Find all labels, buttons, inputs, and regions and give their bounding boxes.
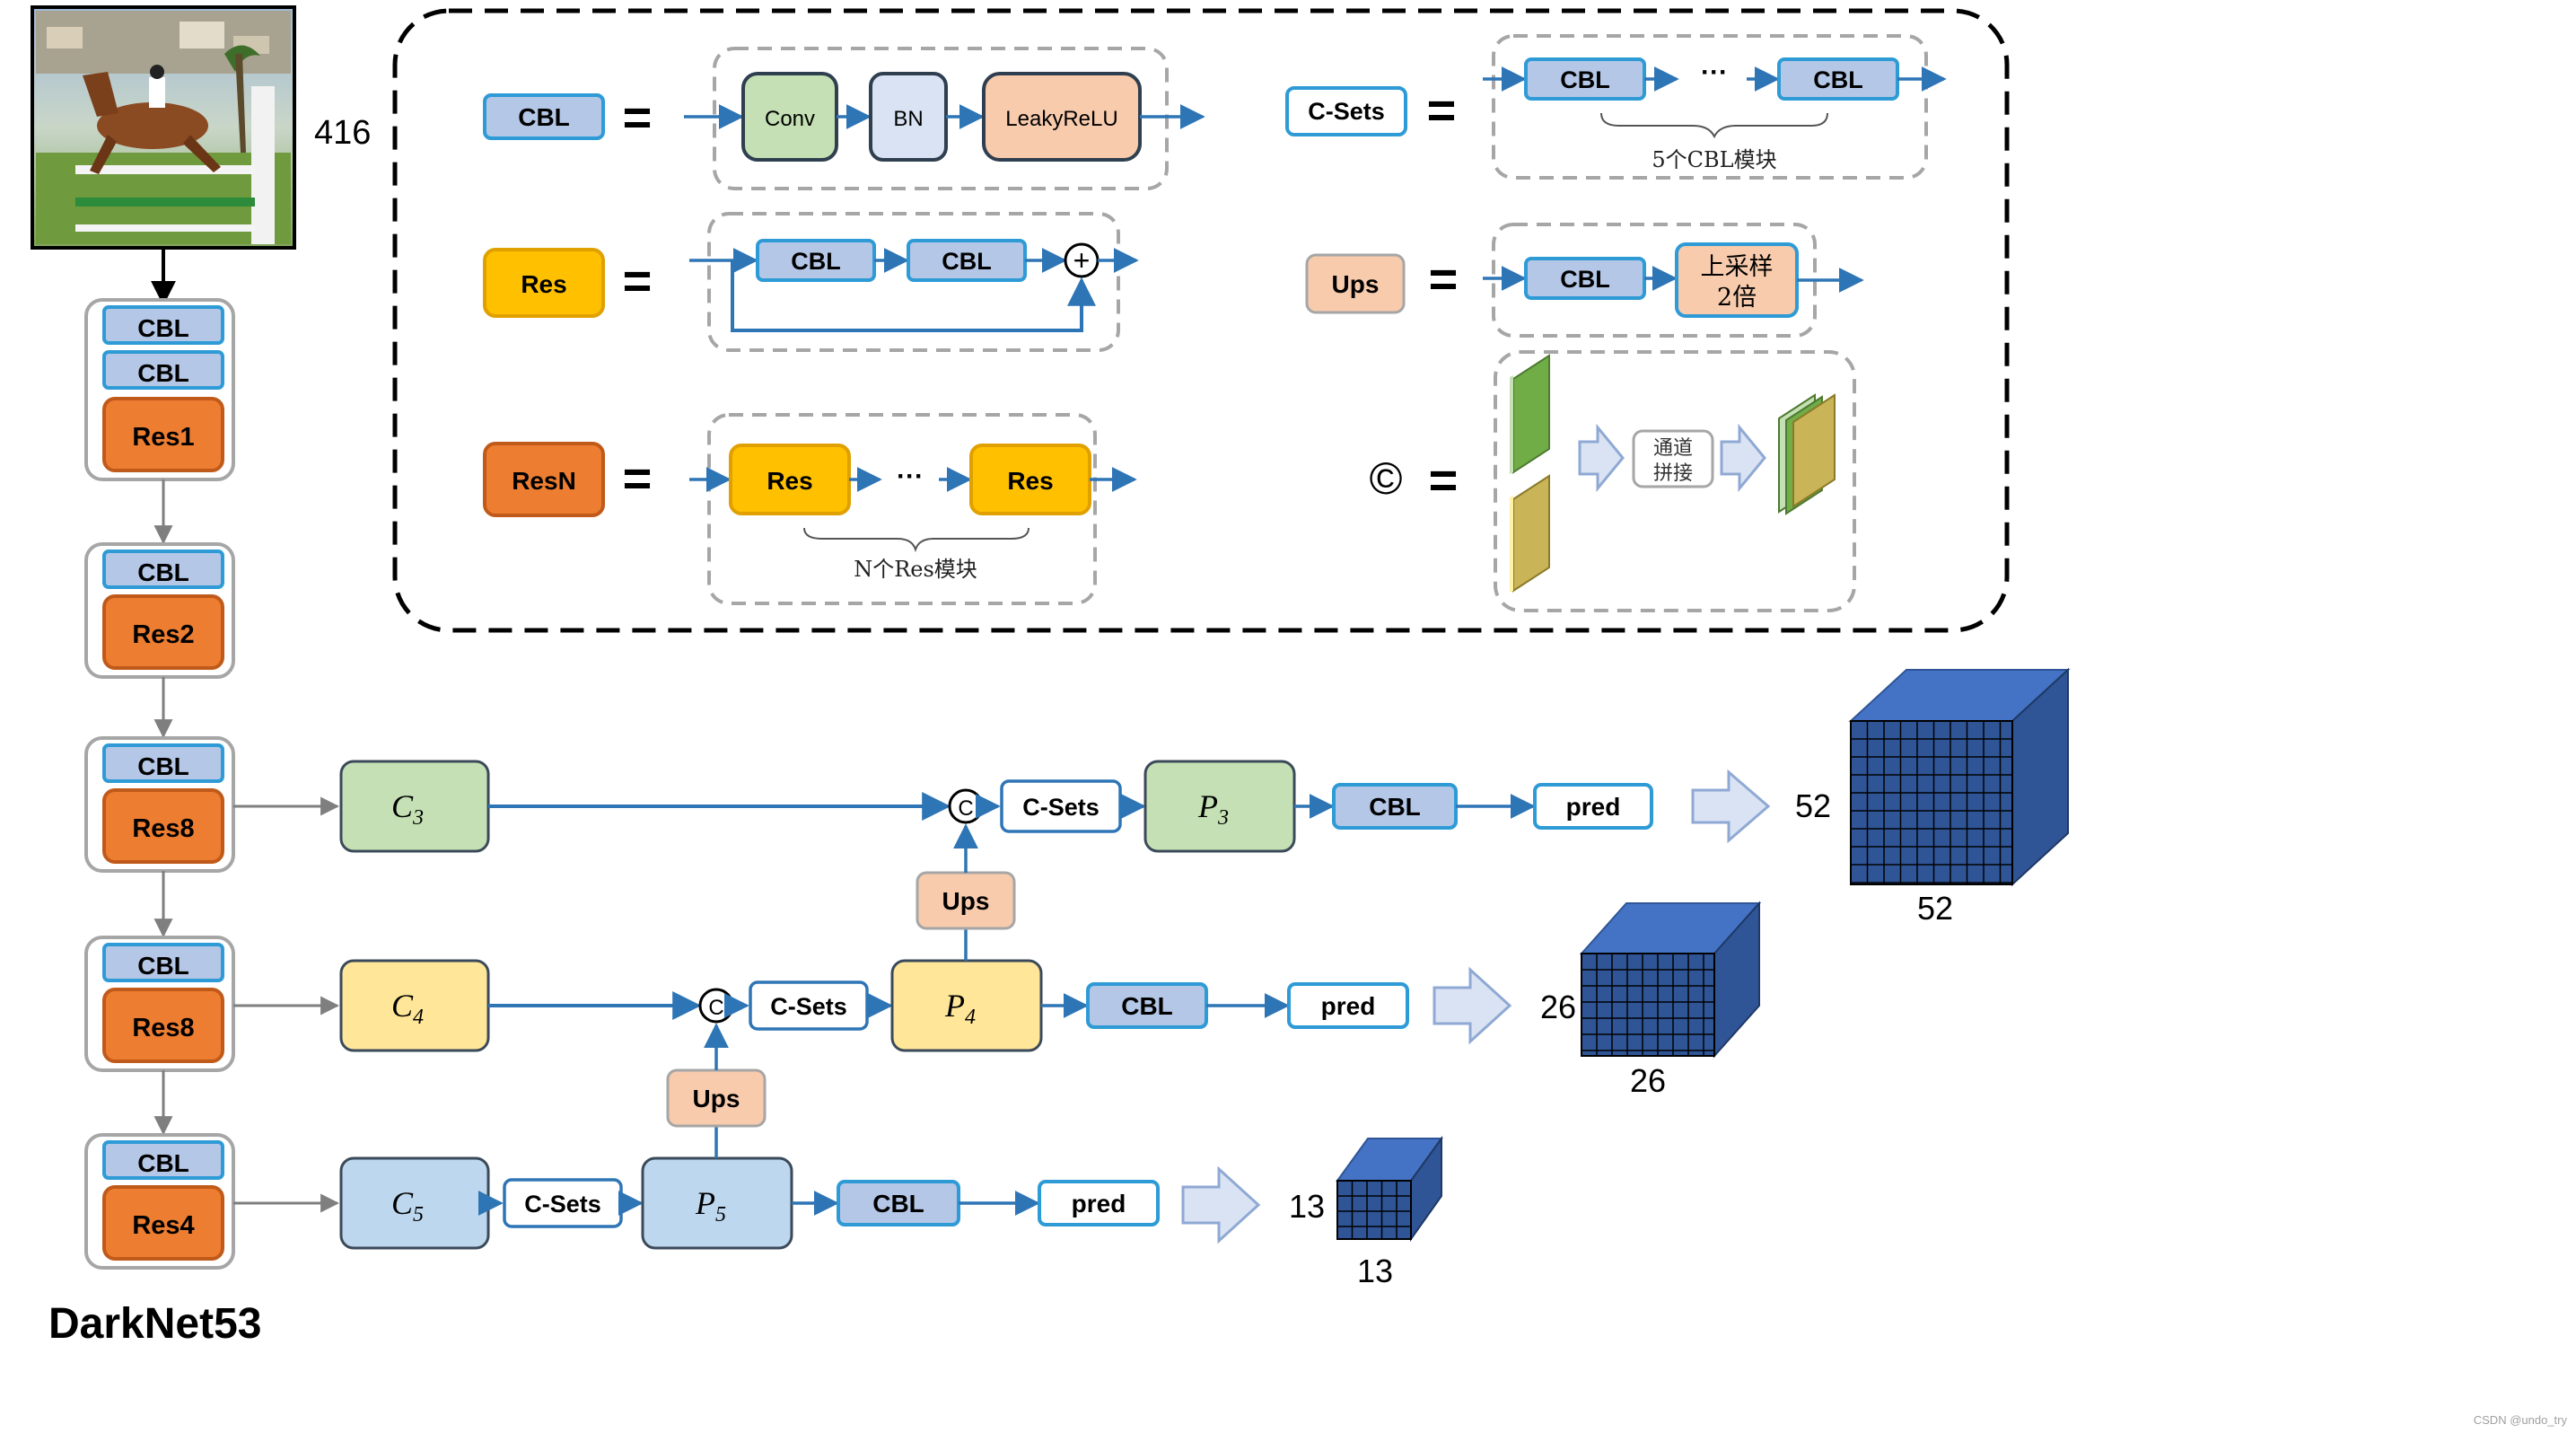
bot-pred: pred: [1072, 1190, 1126, 1218]
bot-p-label: P5: [695, 1185, 726, 1226]
legend-concat-equals: =: [1429, 452, 1459, 508]
legend-cbl-act: LeakyReLU: [1005, 107, 1117, 131]
head-bottom-row: C5 C-Sets P5 CBL pred 13 13 Ups: [339, 1023, 1443, 1289]
stage4-res: Res8: [132, 1014, 194, 1042]
legend-res-cbl1: CBL: [791, 248, 841, 275]
legend-cbl-bn: BN: [893, 107, 923, 131]
top-c-label: C3: [391, 788, 424, 830]
legend-ups-name: Ups: [1332, 270, 1380, 298]
legend-concat-definition: © = 通道 拼接: [1370, 350, 1856, 612]
legend-csets-equals: =: [1427, 82, 1457, 138]
stage5-res: Res4: [132, 1211, 194, 1240]
stage1-res: Res1: [132, 423, 194, 452]
bot-grid-height: 13: [1357, 1253, 1393, 1289]
legend-cbl-definition: CBL = Conv BN LeakyReLU: [483, 47, 1205, 190]
legend-concat-label2: 拼接: [1653, 462, 1693, 485]
mid-concat: C: [708, 996, 723, 1020]
mid-pred: pred: [1321, 992, 1376, 1020]
legend-ups-equals: =: [1429, 251, 1459, 307]
backbone-stage-2: CBL Res2: [84, 542, 235, 679]
legend-csets-cbl2: CBL: [1813, 66, 1863, 93]
legend-ups-line1: 上采样: [1701, 253, 1774, 281]
watermark: CSDN @undo_try: [2474, 1413, 2568, 1427]
legend-cbl-name: CBL: [518, 103, 570, 131]
top-cbl: CBL: [1369, 793, 1421, 821]
top-csets: C-Sets: [1022, 794, 1100, 821]
backbone-stage-1: CBL CBL Res1: [84, 298, 235, 481]
bot-grid-width: 13: [1289, 1188, 1325, 1225]
legend-resn-definition: ResN = Res ··· Res N个Res模块: [483, 413, 1137, 605]
stage2-cbl: CBL: [137, 558, 189, 586]
top-p-label: P3: [1197, 788, 1229, 830]
top-pred: pred: [1566, 793, 1621, 821]
legend-resn-caption: N个Res模块: [854, 557, 977, 582]
legend-csets-name: C-Sets: [1308, 98, 1385, 125]
legend-cbl-equals: =: [623, 89, 653, 145]
bot-csets: C-Sets: [524, 1191, 601, 1218]
top-concat: C: [958, 796, 973, 821]
stage1-cbl-a: CBL: [137, 314, 189, 342]
legend-resn-res1: Res: [767, 467, 812, 495]
stage5-cbl: CBL: [137, 1149, 189, 1177]
legend-resn-name: ResN: [512, 467, 576, 495]
legend-resn-res2: Res: [1007, 467, 1053, 495]
mid-ups-to-top: Ups: [942, 887, 990, 915]
bot-cbl: CBL: [872, 1190, 924, 1218]
bot-ups-to-mid: Ups: [693, 1085, 740, 1112]
backbone-stage-5: CBL Res4: [84, 1133, 235, 1270]
stage1-cbl-b: CBL: [137, 359, 189, 387]
mid-grid-height: 26: [1630, 1062, 1666, 1099]
legend-ups-line2: 2倍: [1717, 284, 1757, 312]
mid-grid-width: 26: [1540, 989, 1576, 1025]
legend-ups-cbl: CBL: [1560, 266, 1610, 293]
head-mid-row: C4 C C-Sets P4 CBL pred 26 26 Ups: [339, 823, 1762, 1099]
backbone-stage-4: CBL Res8: [84, 936, 235, 1072]
backbone-stage-3: CBL Res8: [84, 736, 235, 873]
mid-csets: C-Sets: [770, 993, 847, 1020]
legend-cbl-conv: Conv: [765, 107, 815, 131]
stage2-res: Res2: [132, 620, 194, 649]
legend-res-name: Res: [521, 270, 566, 298]
stage3-res: Res8: [132, 814, 194, 843]
bot-c-label: C5: [391, 1185, 424, 1226]
stage3-cbl: CBL: [137, 752, 189, 780]
input-size-label: 416: [314, 114, 371, 152]
legend-res-add-symbol: +: [1073, 244, 1091, 277]
mid-cbl: CBL: [1121, 992, 1173, 1020]
mid-c-label: C4: [391, 988, 424, 1029]
mid-p-label: P4: [944, 988, 976, 1029]
top-grid-height: 52: [1917, 890, 1953, 927]
legend-concat-label1: 通道: [1653, 437, 1693, 460]
legend-csets-cbl1: CBL: [1560, 66, 1610, 93]
legend-panel: [392, 8, 2010, 633]
legend-resn-dots: ···: [897, 462, 924, 491]
legend-csets-dots: ···: [1701, 57, 1728, 87]
backbone-title: DarkNet53: [48, 1300, 261, 1348]
stage4-cbl: CBL: [137, 952, 189, 980]
top-grid-width: 52: [1795, 787, 1831, 824]
input-image: [31, 5, 296, 250]
legend-res-definition: Res = CBL CBL +: [483, 212, 1139, 352]
legend-resn-equals: =: [623, 450, 653, 506]
legend-res-cbl2: CBL: [942, 248, 992, 275]
head-top-row: C3 C C-Sets P3 CBL pred 52 52: [339, 667, 2071, 927]
legend-res-equals: =: [623, 252, 653, 309]
legend-csets-caption: 5个CBL模块: [1652, 147, 1776, 172]
legend-concat-symbol: ©: [1370, 453, 1403, 504]
legend-ups-definition: Ups = CBL 上采样 2倍: [1305, 223, 1864, 338]
legend-csets-definition: C-Sets = CBL ··· CBL 5个CBL模块: [1285, 34, 1947, 180]
